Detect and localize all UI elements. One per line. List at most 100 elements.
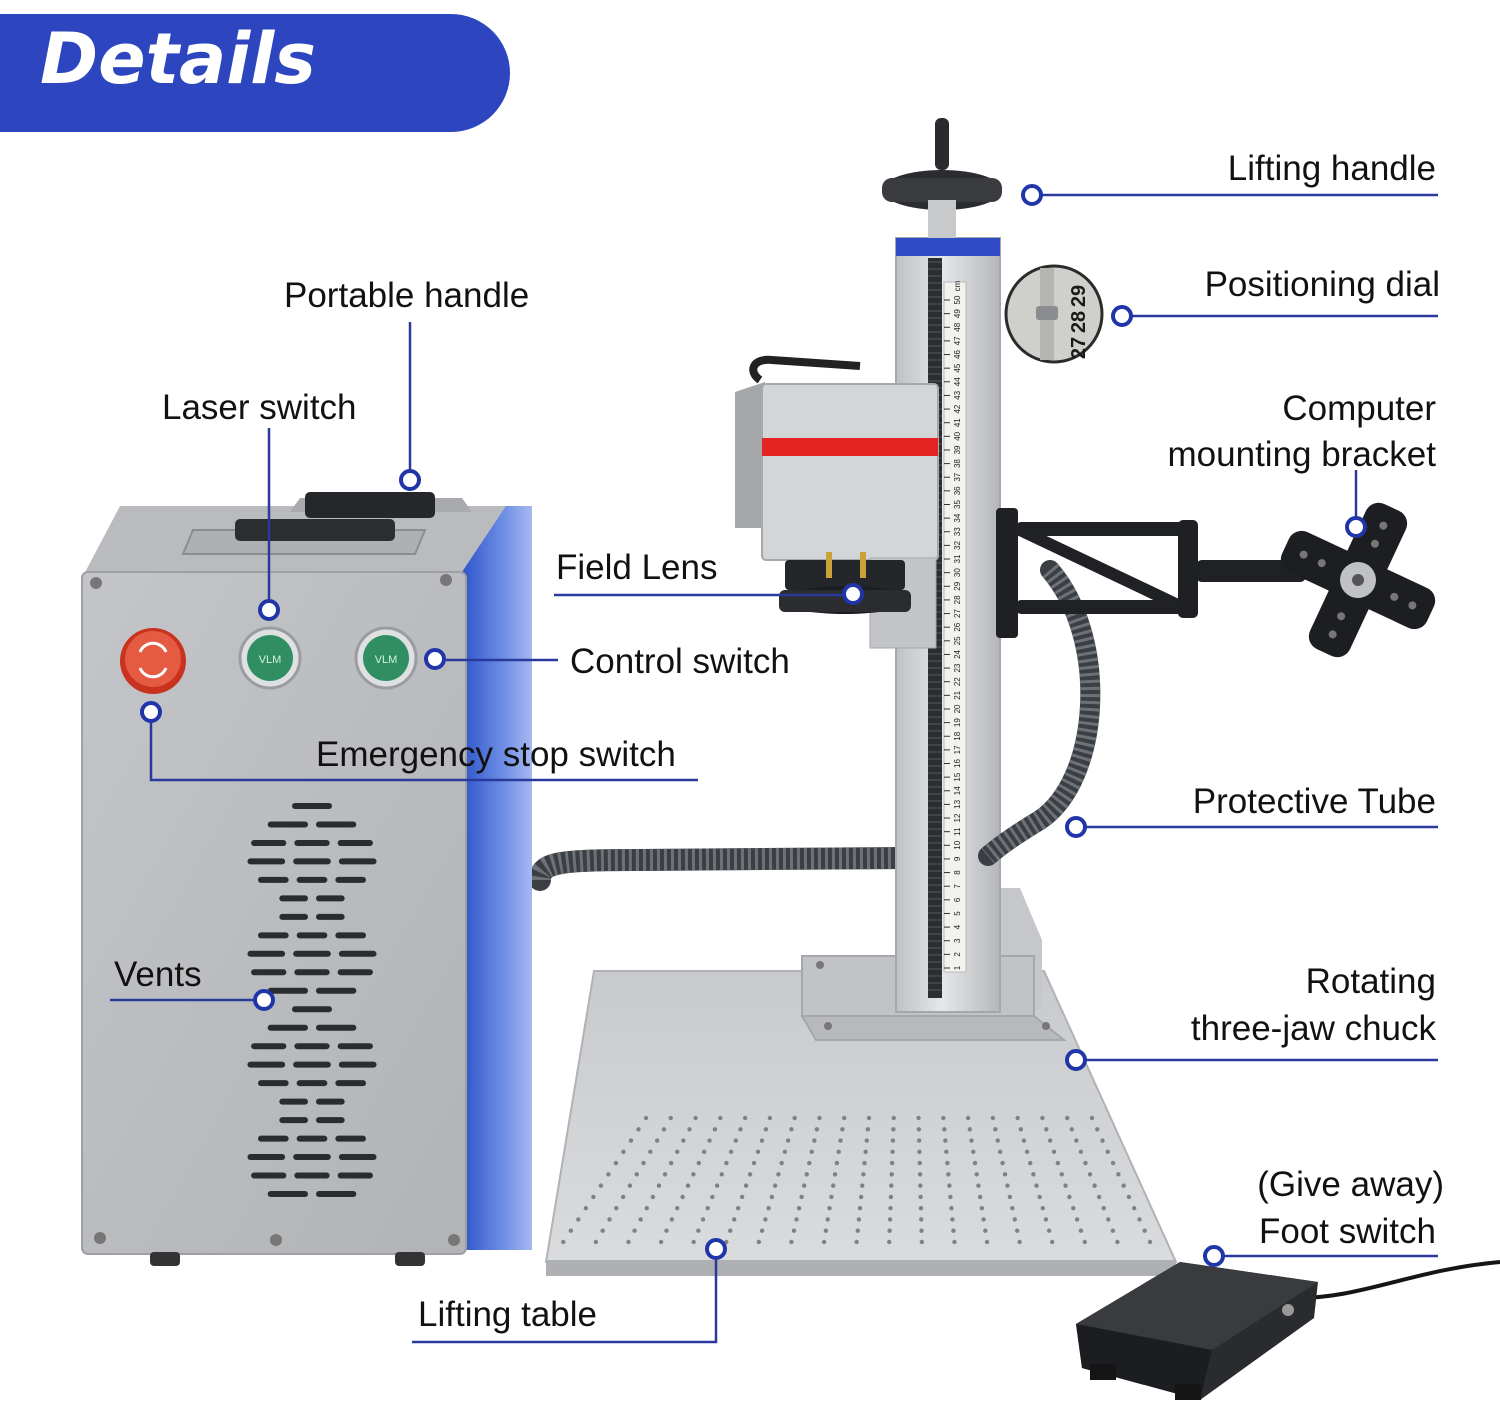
ruler-number: 22 (953, 677, 962, 686)
ruler-number: 17 (953, 745, 962, 754)
ruler-number: 35 (953, 499, 962, 508)
ruler-number: 43 (953, 390, 962, 399)
ruler-number: 45 (953, 363, 962, 372)
label-vents: Vents (114, 955, 202, 994)
ruler-number: 40 (953, 431, 962, 440)
ruler-number: 47 (953, 336, 962, 345)
ruler-number: 37 (953, 472, 962, 481)
laser-source-cabinet (81, 492, 532, 1266)
page-title: Details (40, 18, 316, 100)
ruler-number: 48 (953, 322, 962, 331)
ruler-number: 31 (953, 554, 962, 563)
ruler-number: 4 (953, 924, 962, 929)
callout-dot-icon (1111, 305, 1133, 327)
field-lens-icon (779, 552, 911, 614)
ruler-number: 41 (953, 418, 962, 427)
ruler-number: 33 (953, 527, 962, 536)
positioning-dial-inset: 27 28 29 (1004, 264, 1104, 364)
svg-text:VLM: VLM (375, 654, 398, 666)
label-laser-switch: Laser switch (162, 388, 357, 427)
callout-dot-icon (705, 1238, 727, 1260)
callout-dot-icon (1065, 816, 1087, 838)
ruler-number: 12 (953, 813, 962, 822)
ruler-number: 10 (953, 840, 962, 849)
label-rotating-chuck-line1: Rotating (1305, 962, 1436, 1001)
callout-dot-icon (399, 469, 421, 491)
callout-dot-icon (842, 583, 864, 605)
callout-dot-icon (1345, 516, 1367, 538)
vent-grille (247, 803, 377, 1197)
label-protective-tube: Protective Tube (1192, 782, 1436, 821)
ruler-number: 1 (953, 965, 962, 970)
foot-pedal-icon (1076, 1260, 1500, 1400)
callout-dot-icon (1065, 1049, 1087, 1071)
label-control-switch: Control switch (570, 642, 790, 681)
label-lifting-handle: Lifting handle (1227, 149, 1436, 188)
ruler-number: 46 (953, 350, 962, 359)
label-computer-bracket-line1: Computer (1282, 389, 1436, 428)
ruler-number: 29 (953, 581, 962, 590)
ruler-number: 30 (953, 568, 962, 577)
label-positioning-dial: Positioning dial (1204, 265, 1440, 304)
ruler-number: 38 (953, 459, 962, 468)
ruler-number: 8 (953, 870, 962, 875)
label-foot-switch-line1: (Give away) (1257, 1165, 1444, 1204)
svg-text:29: 29 (1068, 285, 1090, 307)
callout-dot-icon (258, 599, 280, 621)
ruler-number: 42 (953, 404, 962, 413)
ruler-number: 15 (953, 772, 962, 781)
ruler-number: 7 (953, 883, 962, 888)
callout-dot-icon (1203, 1245, 1225, 1267)
ruler-number: 20 (953, 704, 962, 713)
laser-switch-icon: VLM (238, 626, 302, 690)
svg-text:27: 27 (1068, 337, 1090, 359)
ruler-number: 6 (953, 897, 962, 902)
callout-dot-icon (424, 648, 446, 670)
svg-text:VLM: VLM (259, 654, 282, 666)
ruler-number: 11 (953, 827, 962, 836)
ruler-number: 50 (953, 295, 962, 304)
ruler-number: 27 (953, 609, 962, 618)
ruler-number: 34 (953, 513, 962, 522)
height-ruler: 1234567891011121314151617181920212223242… (944, 280, 962, 970)
label-rotating-chuck-line2: three-jaw chuck (1190, 1009, 1436, 1048)
ruler-number: 49 (953, 309, 962, 318)
lifting-handle-drawing (882, 118, 1002, 238)
ruler-number: 9 (953, 856, 962, 861)
ruler-number: 21 (953, 690, 962, 699)
label-foot-switch-line2: Foot switch (1259, 1212, 1436, 1251)
ruler-number: 36 (953, 486, 962, 495)
callout-lines (110, 193, 1438, 1344)
label-field-lens: Field Lens (556, 548, 718, 587)
header-banner (0, 14, 510, 132)
svg-text:28: 28 (1068, 311, 1090, 333)
fibre-cable (529, 847, 911, 891)
callout-dot-icon (1021, 184, 1043, 206)
control-switch-icon: VLM (354, 626, 418, 690)
ruler-number: 19 (953, 718, 962, 727)
callout-dot-icon (140, 184, 1367, 1267)
ruler-unit: cm (953, 280, 962, 291)
label-lifting-table: Lifting table (418, 1295, 598, 1334)
ruler-number: 28 (953, 595, 962, 604)
ruler-number: 5 (953, 911, 962, 916)
label-computer-bracket-line2: mounting bracket (1167, 435, 1436, 474)
label-emergency-stop: Emergency stop switch (316, 735, 676, 774)
ruler-number: 2 (953, 952, 962, 957)
ruler-number: 44 (953, 377, 962, 386)
callout-dot-icon (140, 701, 162, 723)
laser-head (735, 355, 939, 649)
ruler-number: 24 (953, 649, 962, 658)
ruler-number: 26 (953, 622, 962, 631)
ruler-number: 18 (953, 731, 962, 740)
ruler-number: 3 (953, 938, 962, 943)
portable-handle-drawing (181, 492, 472, 555)
label-portable-handle: Portable handle (284, 276, 530, 315)
emergency-stop-icon (120, 628, 186, 694)
ruler-number: 14 (953, 786, 962, 795)
ruler-number: 13 (953, 799, 962, 808)
work-table (544, 970, 1178, 1276)
computer-mounting-bracket-drawing (996, 502, 1436, 658)
